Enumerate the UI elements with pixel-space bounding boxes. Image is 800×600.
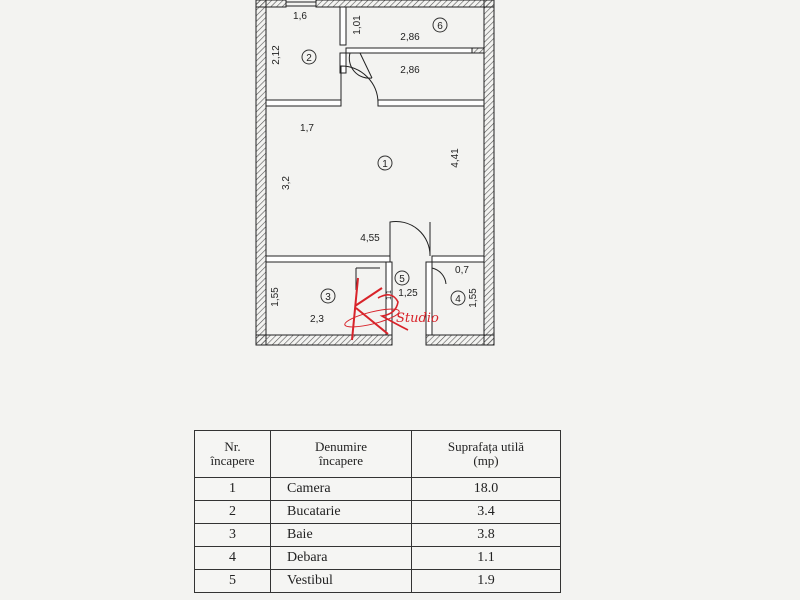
dim-1-01: 1,01 [352,15,363,35]
table-header-row: Nr. încapere Denumire încapere Suprafața… [194,430,561,478]
dim-1-6: 1,6 [293,11,307,22]
header-name: Denumire încapere [270,430,412,478]
dim-2-12: 2,12 [271,45,282,65]
studio-logo: Studio [344,277,439,341]
dim-2-86-bottom: 2,86 [400,65,420,76]
interior-walls [265,6,485,336]
floor-plan: 2 6 1 3 5 4 1,6 1,01 2,86 2,12 2,86 1,7 … [255,0,495,346]
row-name: Baie [270,523,412,547]
dim-1-55-right: 1,55 [468,288,479,308]
watermark-text: Studio [396,311,439,326]
room-number-markers [301,17,466,306]
row-name: Bucatarie [270,500,412,524]
table-row: 3 Baie 3.8 [194,523,561,547]
row-area: 18.0 [411,477,561,501]
dim-2-3: 2,3 [310,314,324,325]
dim-4-41: 4,41 [450,148,461,168]
row-area: 3.4 [411,500,561,524]
header-name-line2: încapere [318,453,364,468]
room-number-6: 6 [437,21,443,32]
room-number-2: 2 [306,53,312,64]
row-name: Camera [270,477,412,501]
header-name-line1: Denumire [315,439,367,454]
dim-1-55-left: 1,55 [270,287,281,307]
dim-4-55: 4,55 [360,233,380,244]
room-number-5: 5 [399,274,405,285]
outer-walls [255,0,495,346]
dim-1-25: 1,25 [398,288,418,299]
dim-2-86-top: 2,86 [400,32,420,43]
row-nr: 1 [194,477,271,501]
header-nr-line2: încapere [210,453,255,468]
header-area: Suprafața utilă (mp) [411,430,561,478]
doors [340,52,447,290]
row-nr: 5 [194,569,271,593]
dim-1-7: 1,7 [300,123,314,134]
row-area: 3.8 [411,523,561,547]
row-name: Vestibul [270,569,412,593]
row-area: 1.1 [411,546,561,570]
table-row: 2 Bucatarie 3.4 [194,500,561,524]
header-nr-line1: Nr. [224,439,241,454]
table-row: 4 Debara 1.1 [194,546,561,570]
row-name: Debara [270,546,412,570]
row-area: 1.9 [411,569,561,593]
row-nr: 4 [194,546,271,570]
room-number-3: 3 [325,292,331,303]
table-row: 5 Vestibul 1.9 [194,569,561,593]
header-area-line1: Suprafața utilă [447,439,525,454]
dim-3-2: 3,2 [281,176,292,190]
room-area-table: Nr. încapere Denumire încapere Suprafața… [194,430,561,593]
header-nr: Nr. încapere [194,430,271,478]
room-number-1: 1 [382,159,388,170]
dim-0-7: 0,7 [455,265,469,276]
room-number-4: 4 [455,294,461,305]
table-row: 1 Camera 18.0 [194,477,561,501]
row-nr: 2 [194,500,271,524]
row-nr: 3 [194,523,271,547]
header-area-line2: (mp) [473,453,499,468]
